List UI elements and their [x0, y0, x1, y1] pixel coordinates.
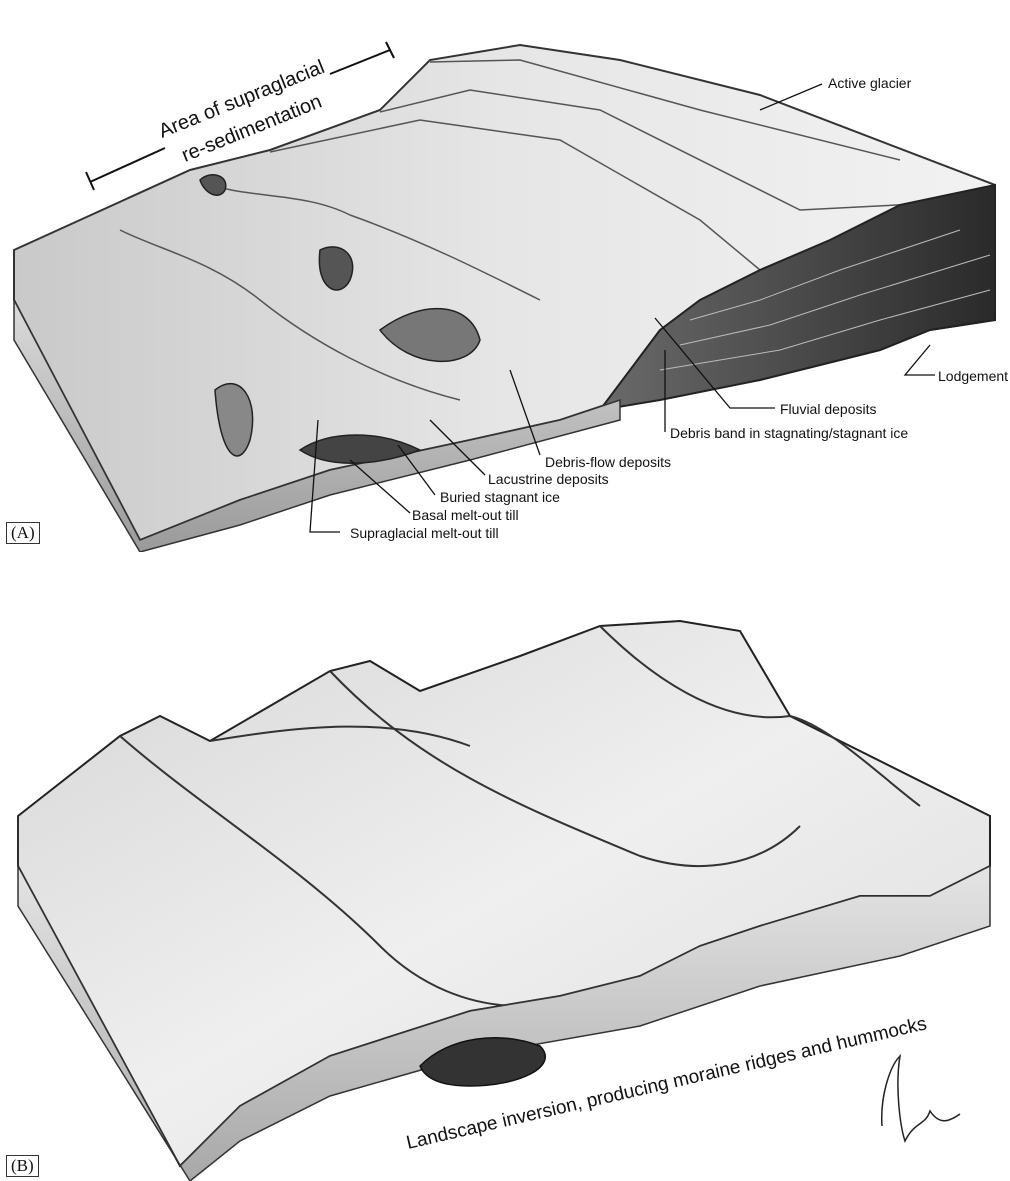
block-diagram-a: Area of supraglacial re-sedimentation Ac…	[0, 0, 1010, 552]
label-lodgement-till: Lodgement till	[938, 368, 1010, 384]
artist-signature	[882, 1056, 960, 1141]
label-fluvial-deposits: Fluvial deposits	[780, 401, 877, 417]
panel-b: Landscape inversion, producing moraine r…	[0, 566, 1010, 1181]
moraine-surface	[18, 621, 990, 1166]
panel-a: Area of supraglacial re-sedimentation Ac…	[0, 0, 1010, 552]
label-active-glacier: Active glacier	[828, 75, 912, 91]
block-diagram-b: Landscape inversion, producing moraine r…	[0, 566, 1010, 1181]
panel-b-tag: (B)	[6, 1155, 39, 1177]
label-debris-flow: Debris-flow deposits	[545, 454, 671, 470]
label-basal-till: Basal melt-out till	[412, 507, 519, 523]
label-debris-band: Debris band in stagnating/stagnant ice	[670, 425, 908, 441]
panel-a-tag: (A)	[6, 522, 40, 544]
label-buried-ice: Buried stagnant ice	[440, 489, 560, 505]
label-lacustrine: Lacustrine deposits	[488, 471, 609, 487]
label-supraglacial-till: Supraglacial melt-out till	[350, 525, 499, 541]
